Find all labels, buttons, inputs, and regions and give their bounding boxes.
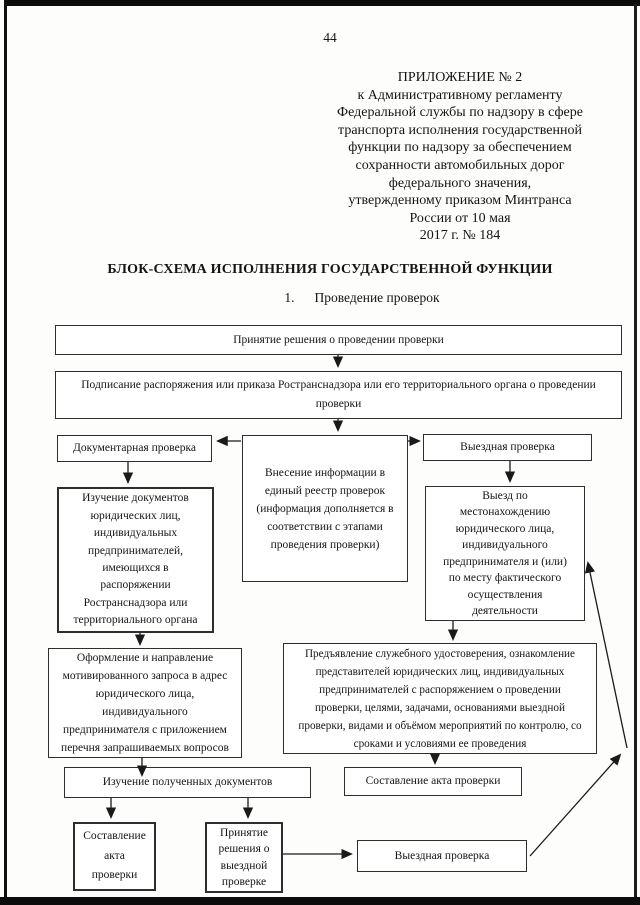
page-number: 44 bbox=[323, 30, 337, 45]
node-study-received-documents: Изучение полученных документов bbox=[64, 767, 311, 798]
header-line: транспорта исполнения государственной bbox=[338, 122, 582, 138]
node-onsite-inspection-decision: Принятие решения о выездной проверке bbox=[205, 822, 283, 893]
node-inspection-act-left: Составление акта проверки bbox=[73, 822, 156, 891]
header-line: утвержденному приказом Минтранса bbox=[348, 193, 572, 209]
node-id-presentation: Предъявление служебного удостоверения, о… bbox=[283, 643, 597, 754]
section-label: Проведение проверок bbox=[314, 290, 440, 305]
header-line: к Административному регламенту bbox=[357, 87, 563, 103]
node-unified-registry-entry: Внесение информации в единый реестр пров… bbox=[242, 435, 408, 582]
section-heading: 1. Проведение проверок bbox=[82, 290, 640, 306]
header-line: функции по надзору за обеспечением bbox=[348, 140, 572, 156]
header-line: сохранности автомобильных дорог bbox=[355, 157, 565, 173]
node-onsite-inspection-bottom: Выездная проверка bbox=[357, 840, 527, 872]
node-decision-to-conduct-inspection: Принятие решения о проведении проверки bbox=[55, 325, 622, 355]
arrow-onsitebottom-diagonal bbox=[529, 753, 622, 857]
scan-border-right bbox=[634, 4, 637, 905]
node-onsite-inspection-top: Выездная проверка bbox=[423, 434, 592, 461]
scan-border-bottom bbox=[0, 897, 640, 905]
document-title: БЛОК-СХЕМА ИСПОЛНЕНИЯ ГОСУДАРСТВЕННОЙ ФУ… bbox=[107, 262, 553, 277]
scan-border-top bbox=[6, 0, 640, 6]
node-study-available-documents: Изучение документов юридических лиц, инд… bbox=[57, 487, 214, 633]
scan-border-left bbox=[4, 0, 7, 905]
node-travel-to-location: Выезд по местонахождению юридического ли… bbox=[425, 486, 585, 621]
node-documentary-inspection: Документарная проверка bbox=[57, 435, 212, 462]
header-line: Федеральной службы по надзору в сфере bbox=[337, 105, 583, 121]
header-line: федерального значения, bbox=[388, 175, 532, 191]
node-signing-order: Подписание распоряжения или приказа Рост… bbox=[55, 371, 622, 419]
node-inspection-act-right: Составление акта проверки bbox=[344, 767, 522, 796]
header-line: России от 10 мая bbox=[409, 210, 511, 226]
appendix-header: ПРИЛОЖЕНИЕ № 2 к Административному регла… bbox=[280, 69, 640, 245]
node-motivated-request: Оформление и направление мотивированного… bbox=[48, 648, 242, 758]
header-line: ПРИЛОЖЕНИЕ № 2 bbox=[397, 70, 523, 85]
section-number: 1. bbox=[284, 290, 295, 305]
header-line: 2017 г. № 184 bbox=[419, 228, 501, 244]
